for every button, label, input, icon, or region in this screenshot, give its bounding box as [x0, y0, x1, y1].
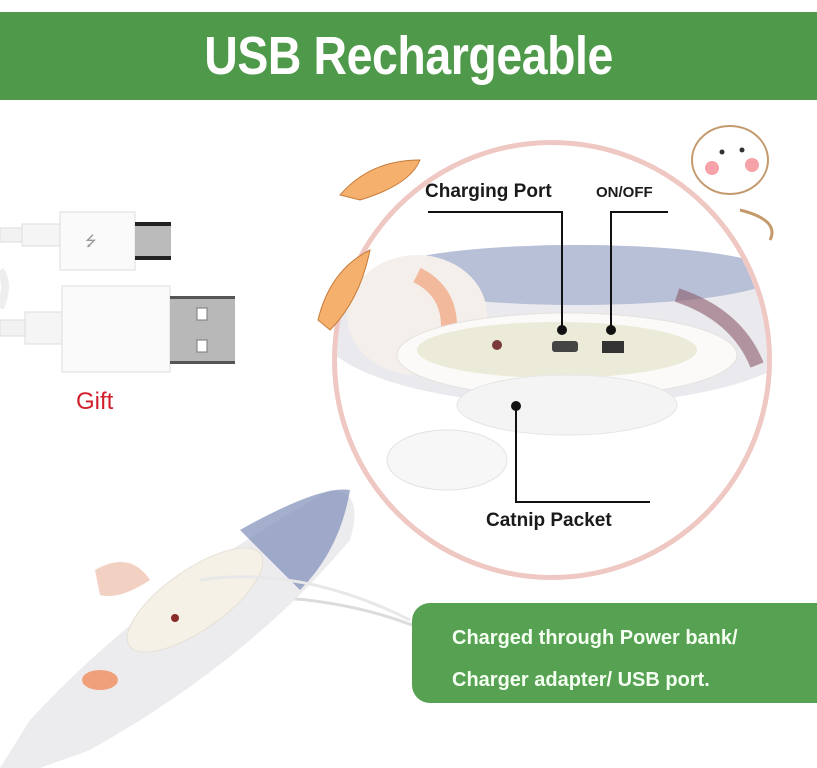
info-line-1: Charged through Power bank/	[452, 627, 738, 649]
svg-text:⭍: ⭍	[85, 233, 97, 249]
gift-label: Gift	[76, 388, 114, 415]
charging-port-label: Charging Port	[425, 181, 552, 202]
detail-circle	[332, 140, 772, 580]
catnip-packet-label: Catnip Packet	[486, 510, 612, 531]
info-line-2: Charger adapter/ USB port.	[452, 669, 710, 691]
usb-cable-icon: ⭍	[0, 211, 235, 373]
fish-closeup-image	[337, 245, 767, 491]
on-off-label: ON/OFF	[596, 184, 653, 201]
banner-title: USB Rechargeable	[204, 26, 613, 86]
plush-fish-toy-image	[0, 489, 411, 768]
header-banner: USB Rechargeable	[0, 12, 817, 100]
charging-info-box: Charged through Power bank/ Charger adap…	[412, 603, 817, 703]
